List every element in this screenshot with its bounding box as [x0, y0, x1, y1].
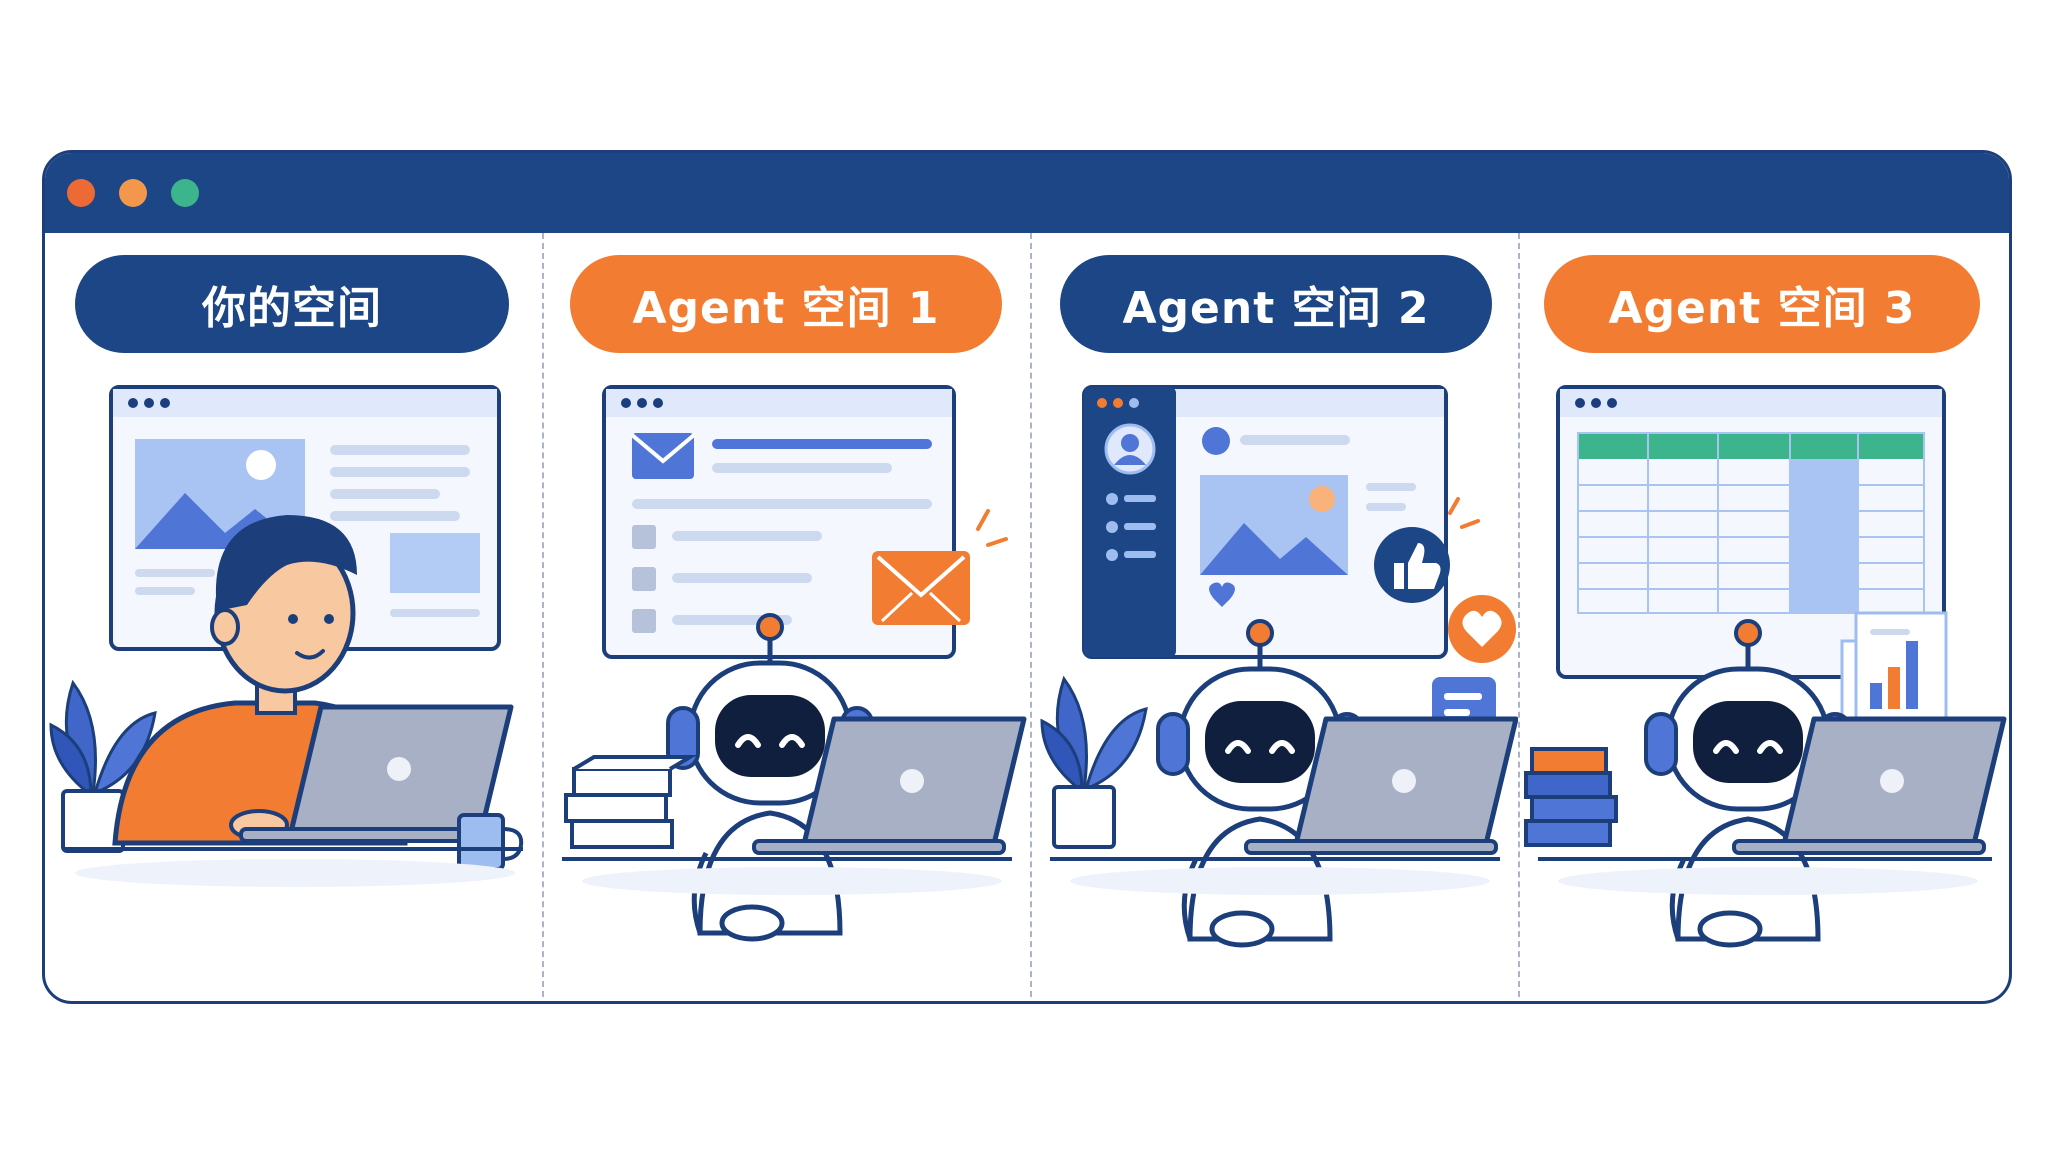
panel-label[interactable]: 你的空间 [75, 255, 509, 353]
book-stack-icon [1524, 747, 1618, 847]
title-bar [45, 153, 2009, 233]
thumbs-up-icon [1374, 497, 1480, 603]
social-window [1082, 385, 1448, 659]
panel-your-space: 你的空间 [45, 233, 542, 1001]
maximize-dot-icon[interactable] [171, 179, 199, 207]
panel-divider [542, 233, 544, 1001]
mug-icon [457, 813, 524, 871]
panel-agent-space-3: Agent 空间 3 [1518, 233, 2009, 1004]
bar-chart-icon [1840, 611, 1948, 729]
agent-3-scene [1524, 385, 2009, 993]
person-scene [49, 385, 524, 887]
agent-1-scene [562, 385, 1030, 993]
panel-divider [1030, 233, 1032, 1001]
panel-label[interactable]: Agent 空间 3 [1544, 255, 1980, 353]
agent-2-scene [1040, 385, 1518, 993]
heart-icon [1448, 595, 1516, 663]
panel-agent-space-1: Agent 空间 1 [542, 233, 1030, 1004]
book-stack-icon [564, 755, 698, 849]
panel-agent-space-2: Agent 空间 2 [1030, 233, 1518, 1004]
minimize-dot-icon[interactable] [119, 179, 147, 207]
close-dot-icon[interactable] [67, 179, 95, 207]
mail-icon [872, 509, 1008, 625]
panel-divider [1518, 233, 1520, 1001]
panel-label[interactable]: Agent 空间 2 [1060, 255, 1492, 353]
app-window: 你的空间 [42, 150, 2012, 1004]
panel-row: 你的空间 [45, 233, 2009, 1004]
panel-label[interactable]: Agent 空间 1 [570, 255, 1002, 353]
plant-icon [1040, 677, 1148, 849]
